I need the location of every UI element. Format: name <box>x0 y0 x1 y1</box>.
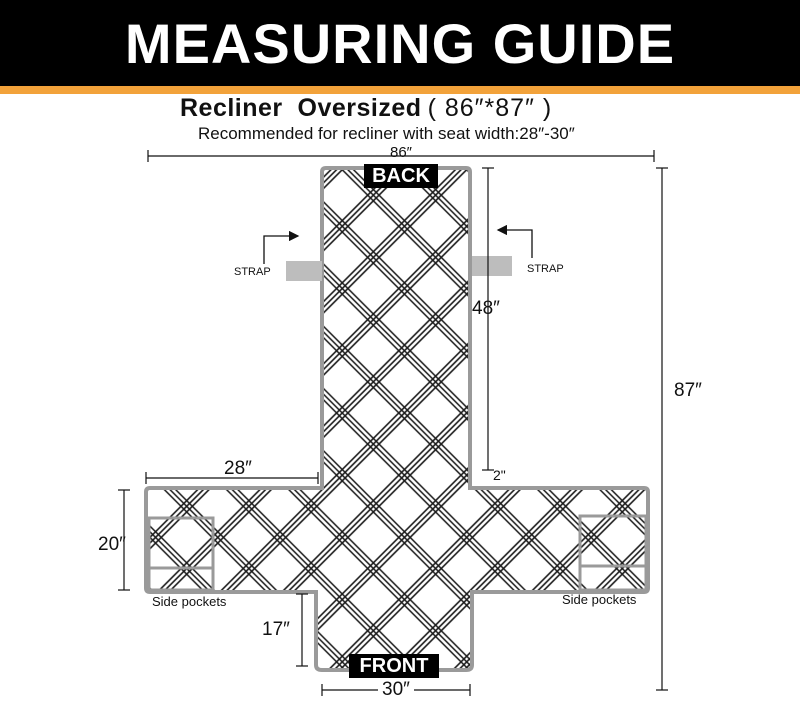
title-banner: MEASURING GUIDE <box>0 0 800 86</box>
back-label: BACK <box>364 164 438 188</box>
total-length-value: 87″ <box>674 380 702 401</box>
recommendation-text: Recommended for recliner with seat width… <box>198 124 575 143</box>
arm-depth-value: 20″ <box>98 534 126 555</box>
total-width-value: 86″ <box>390 144 412 161</box>
page-title: MEASURING GUIDE <box>124 11 676 75</box>
accent-bar <box>0 86 800 94</box>
side-pockets-left-label: Side pockets <box>152 594 227 609</box>
product-name: Recliner Oversized <box>180 94 422 122</box>
product-size: ( 86″*87″ ) <box>427 94 553 122</box>
strap-left-band <box>286 261 322 281</box>
arm-width-value: 28″ <box>224 458 252 479</box>
flap-gap-value: 2" <box>493 467 506 483</box>
side-pockets-right-label: Side pockets <box>562 592 637 607</box>
strap-right-label: STRAP <box>527 263 564 275</box>
front-length-value: 17″ <box>262 619 290 640</box>
side-pocket-right <box>578 514 648 592</box>
front-label: FRONT <box>349 654 439 678</box>
cover-shape <box>144 166 650 672</box>
strap-right-arrow <box>496 224 533 258</box>
strap-left-label: STRAP <box>234 266 271 278</box>
strap-right-band <box>472 256 512 276</box>
strap-left-arrow <box>263 230 300 264</box>
product-heading: Recliner Oversized( 86″*87″ ) <box>180 94 552 123</box>
side-pocket-left <box>147 516 215 592</box>
back-length-value: 48″ <box>472 298 500 319</box>
seat-width-value: 30″ <box>378 679 414 701</box>
